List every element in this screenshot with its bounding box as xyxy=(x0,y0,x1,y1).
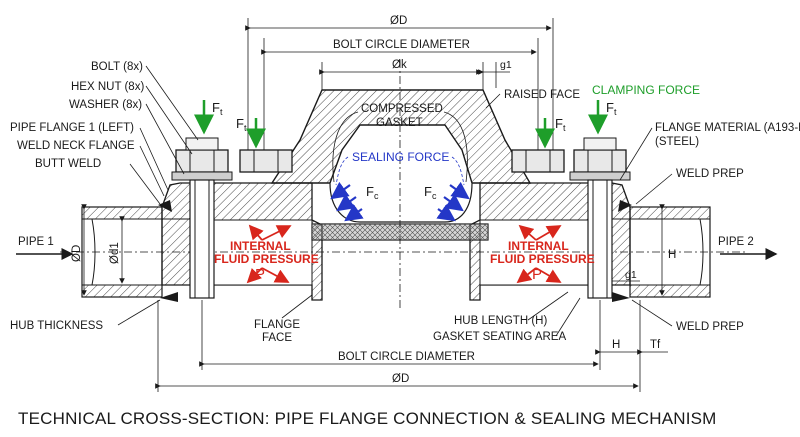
hex-nut-label: HEX NUT (8x) xyxy=(71,81,144,93)
hub-length-label: HUB LENGTH (H) xyxy=(454,315,547,327)
sealing-leader-left xyxy=(335,156,349,186)
g1-right-label: g1 xyxy=(625,269,637,281)
gasket-seating-leader xyxy=(555,297,581,337)
bolt-circle-bottom-label: BOLT CIRCLE DIAMETER xyxy=(338,351,475,363)
od1-left-label: Ød1 xyxy=(109,242,121,264)
sealing-leader-right xyxy=(451,156,465,186)
pressure-p-left: P xyxy=(255,266,265,283)
fc-label-right: Fc xyxy=(424,184,437,201)
bolt-circle-bottom-dimension xyxy=(199,300,601,370)
pipe-1-label: PIPE 1 xyxy=(18,236,54,248)
od-bottom-label: ØD xyxy=(392,373,409,385)
compressed-gasket-l2: GASKET xyxy=(376,117,423,129)
internal-pressure-arrows-right xyxy=(516,224,562,284)
diagram-title: TECHNICAL CROSS-SECTION: PIPE FLANGE CON… xyxy=(18,409,717,428)
internal-left-l1: INTERNAL xyxy=(230,239,291,253)
pressure-p-right: P xyxy=(532,266,542,283)
bolt-circle-top-label: BOLT CIRCLE DIAMETER xyxy=(333,39,470,51)
g1-top-label: g1 xyxy=(500,59,512,71)
sealing-force-label: SEALING FORCE xyxy=(352,150,449,164)
raised-face-leader xyxy=(485,93,501,109)
fc-label-left: Fc xyxy=(366,184,379,201)
h-bottom-label: H xyxy=(612,339,620,351)
internal-right-l2: FLUID PRESSURE xyxy=(490,252,595,266)
internal-left-l2: FLUID PRESSURE xyxy=(214,252,319,266)
weld-prep-top-leader xyxy=(635,173,673,205)
ft-label-3: Ft xyxy=(555,116,566,133)
clamping-force-arrows xyxy=(194,100,608,149)
clamping-force-label: CLAMPING FORCE xyxy=(592,83,700,97)
ft-label-4: Ft xyxy=(606,100,617,117)
tf-label: Tf xyxy=(650,339,661,351)
flange-face-l2: FACE xyxy=(262,332,292,344)
flange-material-l1: FLANGE MATERIAL (A193-B xyxy=(655,122,800,134)
weld-neck-flange-label: WELD NECK FLANGE xyxy=(17,140,135,152)
od-left-label: ØD xyxy=(71,245,83,262)
left-vertical-dimensions xyxy=(81,204,125,296)
flange-material-l2: (STEEL) xyxy=(655,136,699,148)
ft-label-2: Ft xyxy=(236,116,247,133)
pipe-2-label: PIPE 2 xyxy=(718,236,754,248)
weld-prep-top-label: WELD PREP xyxy=(676,168,744,180)
compressed-gasket-l1: COMPRESSED xyxy=(361,103,443,115)
h-right-label: H xyxy=(668,249,676,261)
ft-label-1: Ft xyxy=(212,100,223,117)
pipe-flange-left-label: PIPE FLANGE 1 (LEFT) xyxy=(10,122,134,134)
hub-length-leader xyxy=(527,291,569,321)
od-bottom-dimension xyxy=(155,300,641,392)
left-bolt-assembly xyxy=(171,137,293,299)
internal-pressure-arrows-left xyxy=(246,224,292,284)
gasket-seating-area-label: GASKET SEATING AREA xyxy=(433,331,566,343)
flange-face-leader xyxy=(281,294,313,319)
od-top-dimension: ØD xyxy=(245,15,554,160)
g1-top-dimension: g1 xyxy=(478,59,512,88)
right-bolt-assembly xyxy=(511,137,631,299)
weld-prep-bottom-label: WELD PREP xyxy=(676,321,744,333)
butt-welds xyxy=(158,200,632,302)
flange-material-leader xyxy=(619,127,653,181)
bolt-label: BOLT (8x) xyxy=(91,61,143,73)
ok-dimension: Øk xyxy=(319,59,484,90)
weld-prep-bottom-leader xyxy=(631,299,673,327)
ok-label: Øk xyxy=(392,59,407,71)
flange-face-l1: FLANGE xyxy=(254,319,300,331)
gasket-leader-right xyxy=(443,111,468,183)
od-top-label: ØD xyxy=(390,15,407,27)
raised-face-label: RAISED FACE xyxy=(504,89,580,101)
bolt-circle-top-dimension: BOLT CIRCLE DIAMETER xyxy=(261,38,539,150)
left-leaders xyxy=(117,65,199,326)
butt-weld-label: BUTT WELD xyxy=(35,158,101,170)
internal-right-l1: INTERNAL xyxy=(508,239,569,253)
washer-label: WASHER (8x) xyxy=(69,99,142,111)
hub-thickness-label: HUB THICKNESS xyxy=(10,320,103,332)
sealing-force-arrows xyxy=(330,181,470,222)
gasket-leader-left xyxy=(332,111,359,183)
